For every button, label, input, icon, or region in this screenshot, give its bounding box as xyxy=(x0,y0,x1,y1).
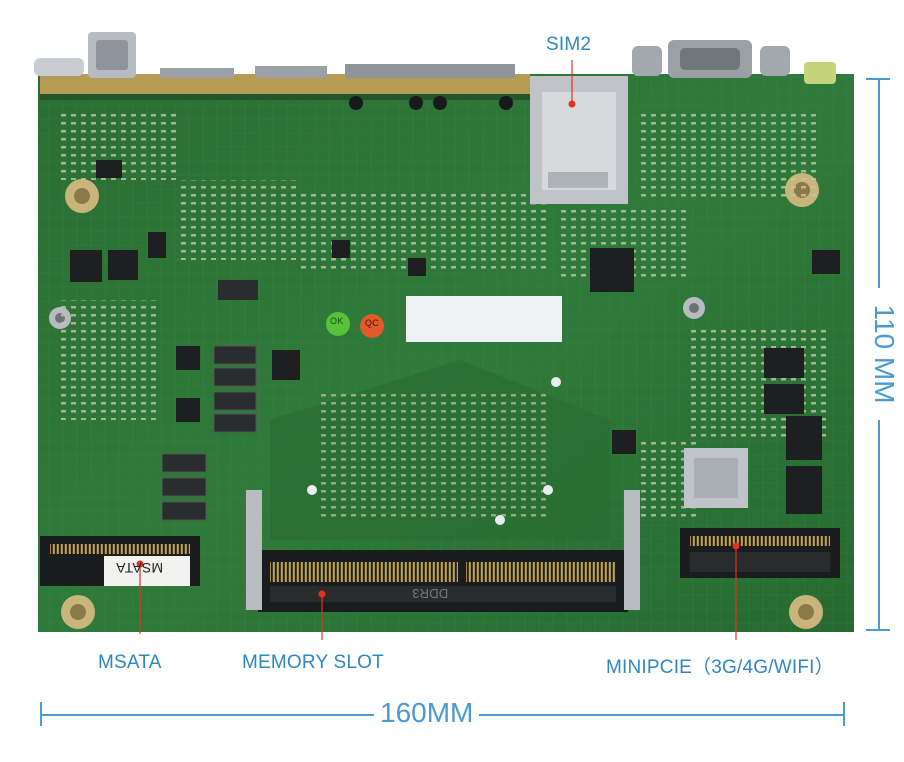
mounting-hole xyxy=(61,595,95,629)
mounting-hole xyxy=(789,595,823,629)
qc-sticker-text: QC xyxy=(365,318,379,328)
sim2-label: SIM2 xyxy=(546,34,592,55)
lan-connector xyxy=(345,64,515,78)
memory-silk-text: DDR3 xyxy=(412,586,449,601)
hex-standoff xyxy=(760,46,790,76)
cpu-label-patch xyxy=(406,296,562,342)
controller-chip xyxy=(590,248,634,292)
msata-silk-text: MSATA xyxy=(116,560,164,576)
io-shield-strip xyxy=(40,74,530,96)
width-tick-right xyxy=(843,702,845,726)
minipcie-slot xyxy=(680,528,840,578)
usb-connector xyxy=(255,66,327,78)
hex-standoff xyxy=(632,46,662,76)
width-tick-left xyxy=(40,702,42,726)
ok-sticker xyxy=(326,312,350,336)
usb-connector xyxy=(160,68,234,78)
msata-label: MSATA xyxy=(98,652,162,673)
qc-sticker xyxy=(360,314,384,338)
memory-slot xyxy=(246,490,640,612)
ok-sticker-text: OK xyxy=(330,316,344,326)
audio-jack xyxy=(804,62,836,84)
msata-slot xyxy=(40,536,200,586)
standoff-top-left xyxy=(34,58,84,76)
memory-slot-label: MEMORY SLOT xyxy=(242,652,384,673)
height-dimension-text: 110 MM xyxy=(868,288,900,420)
mounting-hole xyxy=(65,179,99,213)
height-tick-top xyxy=(866,78,890,80)
minipcie-label: MINIPCIE（3G/4G/WIFI） xyxy=(606,657,834,678)
width-dimension-text: 160MM xyxy=(374,697,480,729)
height-tick-bottom xyxy=(866,629,890,631)
